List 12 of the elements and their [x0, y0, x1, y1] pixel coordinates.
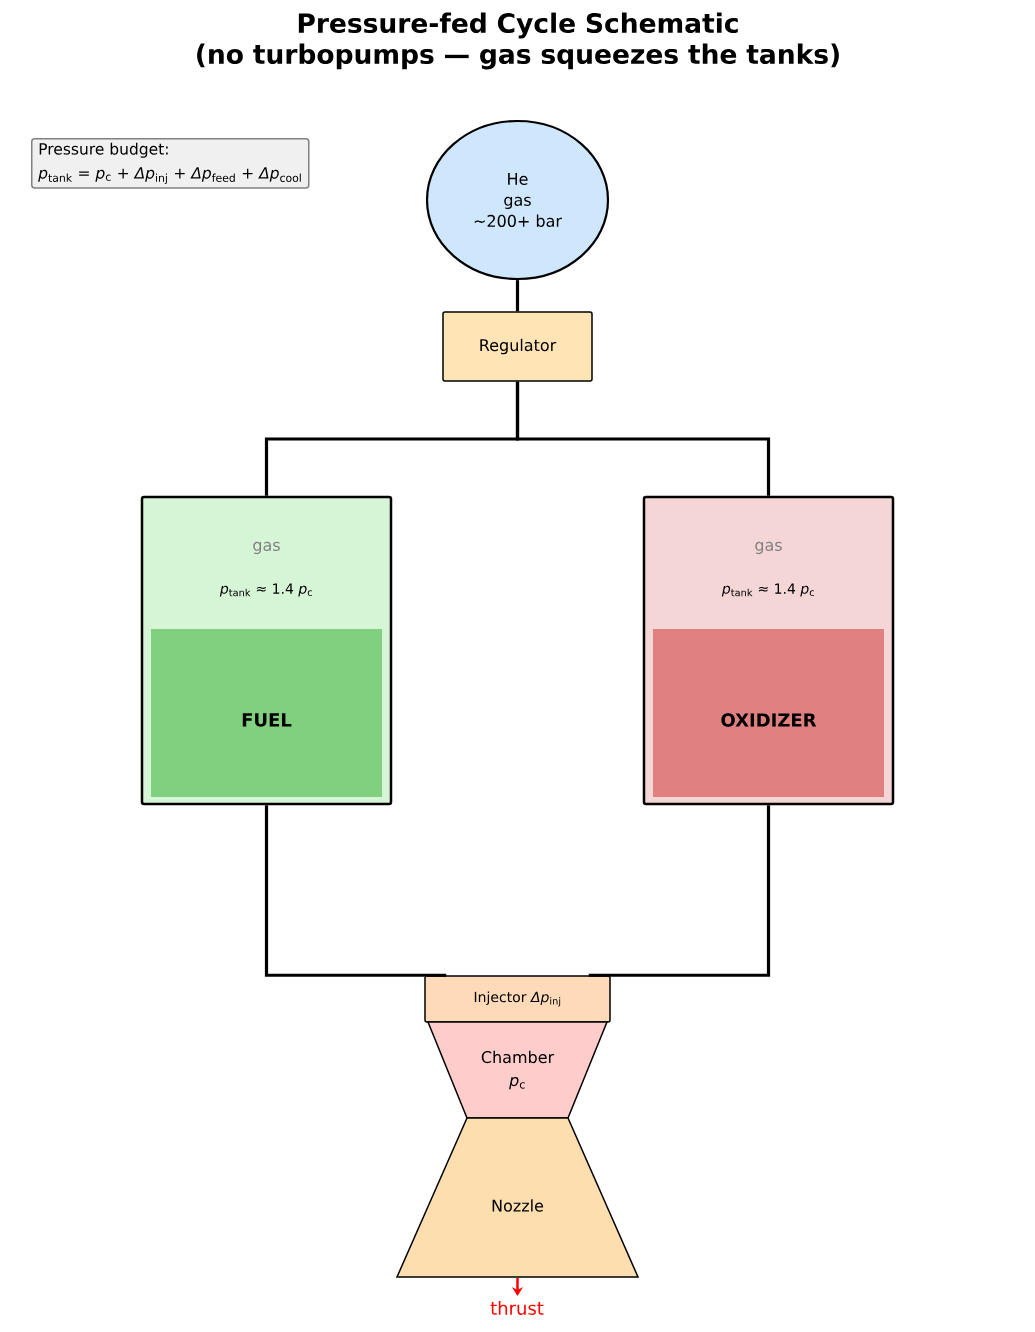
- injector-box: Injector Δp$_{inj}$: [424, 975, 611, 1023]
- pipe-line: [588, 805, 771, 977]
- liquid-block: OXIDIZER: [653, 629, 884, 797]
- pipe-line: [515, 381, 771, 496]
- liquid-block: FUEL: [151, 629, 382, 797]
- note-box: Pressure budget: p$_{tank}$ = p$_{c}$ + Δp$_{inj}$ + Δp$_{feed}$ + Δp$_{cool}$: [31, 138, 310, 189]
- process-box: Regulator: [442, 311, 593, 382]
- title: Pressure-fed Cycle Schematic (no turbopumps — gas squeezes the tanks): [197, 12, 839, 70]
- pipe-line: [515, 280, 520, 312]
- text-label: thrust: [490, 1301, 544, 1315]
- pipe-line: [264, 805, 447, 977]
- ellipse-node: He gas ~200+ bar: [425, 119, 610, 281]
